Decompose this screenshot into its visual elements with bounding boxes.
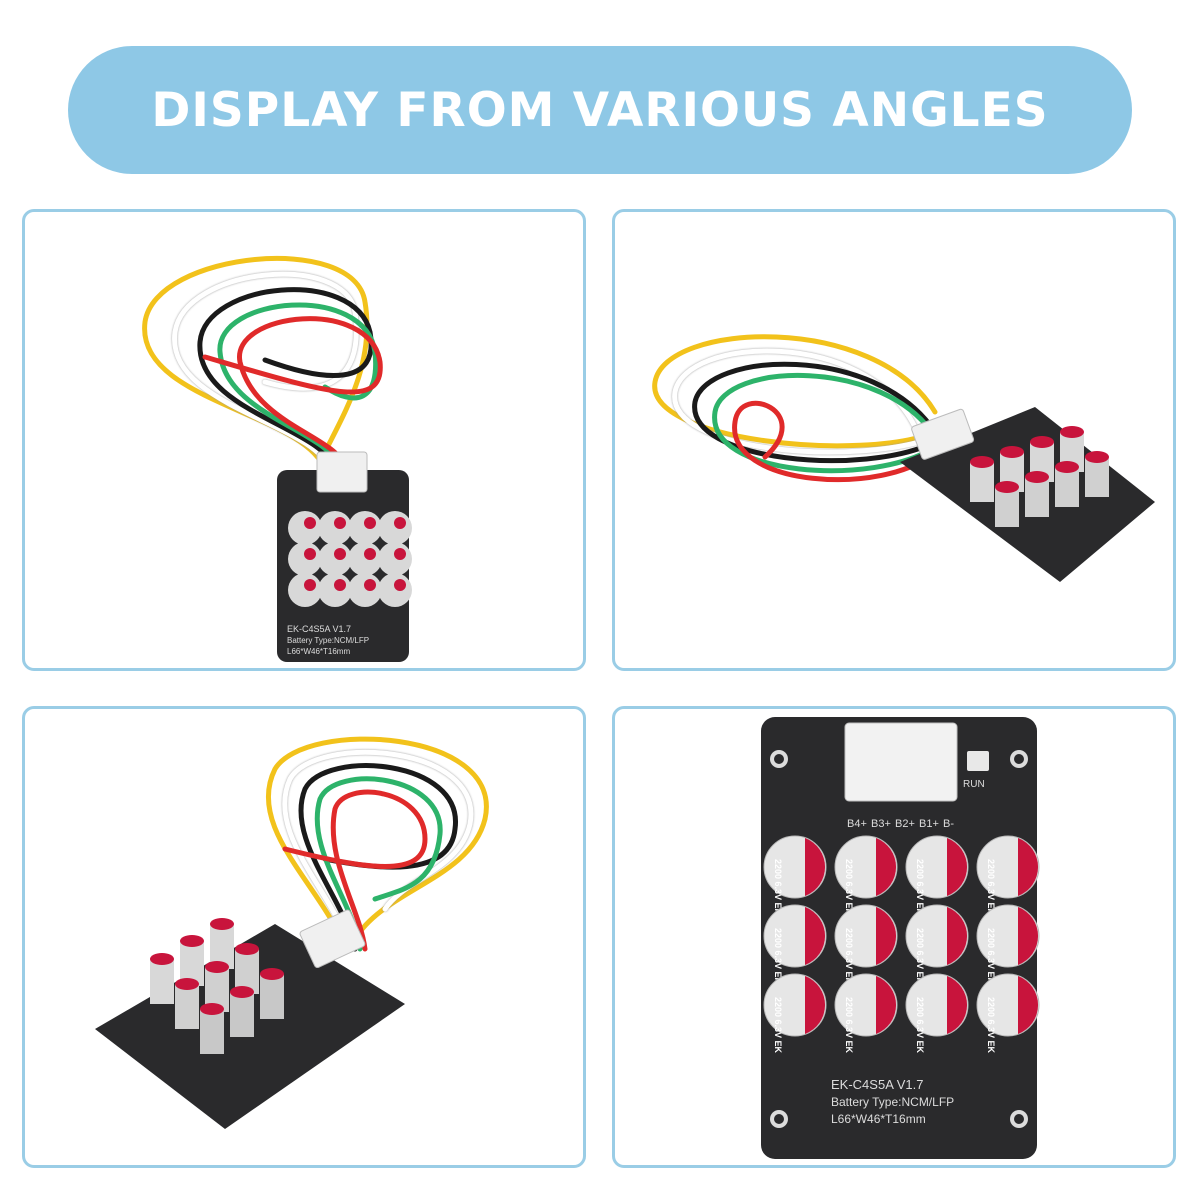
board-photo-3 xyxy=(95,736,489,1129)
svg-text:2200 6.3V EK: 2200 6.3V EK xyxy=(844,997,854,1054)
title-banner: DISPLAY FROM VARIOUS ANGLES xyxy=(68,46,1132,174)
svg-text:2200 6.3V EK: 2200 6.3V EK xyxy=(915,997,925,1054)
svg-text:2200 6.3V EK: 2200 6.3V EK xyxy=(844,928,854,985)
board-battery-label: Battery Type:NCM/LFP xyxy=(287,636,369,645)
capacitor: 2200 6.3V EK xyxy=(976,904,1040,985)
svg-text:2200 6.3V EK: 2200 6.3V EK xyxy=(986,859,996,916)
capacitor: 2200 6.3V EK xyxy=(834,835,898,916)
banner-title: DISPLAY FROM VARIOUS ANGLES xyxy=(151,82,1049,138)
pin-label-b2: B2+ xyxy=(895,818,915,830)
board-dimension-label: L66*W46*T16mm xyxy=(287,647,350,656)
board-battery-label: Battery Type:NCM/LFP xyxy=(831,1095,954,1109)
svg-text:2200 6.3V EK: 2200 6.3V EK xyxy=(844,859,854,916)
pin-label-b3: B3+ xyxy=(871,818,891,830)
product-view-angled xyxy=(612,209,1176,671)
board-model-label: EK-C4S5A V1.7 xyxy=(287,624,351,634)
pin-label-b4: B4+ xyxy=(847,818,867,830)
run-label: RUN xyxy=(963,779,985,790)
svg-text:2200 6.3V EK: 2200 6.3V EK xyxy=(773,997,783,1054)
capacitor: 2200 6.3V EK xyxy=(905,835,969,916)
capacitor: 2200 6.3V EK xyxy=(976,835,1040,916)
svg-text:2200 6.3V EK: 2200 6.3V EK xyxy=(773,859,783,916)
board-dimension-label: L66*W46*T16mm xyxy=(831,1112,926,1126)
svg-text:2200 6.3V EK: 2200 6.3V EK xyxy=(915,928,925,985)
capacitor-grid xyxy=(288,511,412,607)
connector xyxy=(911,408,975,460)
pcb xyxy=(761,717,1037,1159)
connector xyxy=(316,451,368,493)
capacitor: 2200 6.3V EK xyxy=(976,973,1040,1054)
capacitor-grid xyxy=(150,918,284,1054)
capacitor: 2200 6.3V EK xyxy=(834,973,898,1054)
svg-text:2200 6.3V EK: 2200 6.3V EK xyxy=(986,928,996,985)
product-view-side xyxy=(22,706,586,1168)
svg-text:2200 6.3V EK: 2200 6.3V EK xyxy=(915,859,925,916)
svg-text:2200 6.3V EK: 2200 6.3V EK xyxy=(986,997,996,1054)
capacitor: 2200 6.3V EK xyxy=(763,904,827,985)
capacitor: 2200 6.3V EK xyxy=(834,904,898,985)
board-photo-2 xyxy=(652,334,1155,582)
product-view-top: EK-C4S5A V1.7 Battery Type:NCM/LFP L66*W… xyxy=(22,209,586,671)
run-led xyxy=(967,751,989,771)
board-model-label: EK-C4S5A V1.7 xyxy=(831,1077,924,1092)
connector xyxy=(299,909,366,969)
capacitor: 2200 6.3V EK xyxy=(763,835,827,916)
svg-text:2200 6.3V EK: 2200 6.3V EK xyxy=(773,928,783,985)
capacitor: 2200 6.3V EK xyxy=(905,973,969,1054)
pin-label-bneg: B- xyxy=(943,818,954,830)
pin-label-b1: B1+ xyxy=(919,818,939,830)
capacitor: 2200 6.3V EK xyxy=(905,904,969,985)
capacitor-grid xyxy=(970,426,1109,527)
capacitor: 2200 6.3V EK xyxy=(763,973,827,1054)
connector xyxy=(844,722,958,802)
capacitor-grid: 2200 6.3V EK 2200 6.3V EK 2200 6.3V EK 2200… xyxy=(763,835,1040,1054)
board-photo-1: EK-C4S5A V1.7 Battery Type:NCM/LFP L66*W… xyxy=(142,255,412,662)
